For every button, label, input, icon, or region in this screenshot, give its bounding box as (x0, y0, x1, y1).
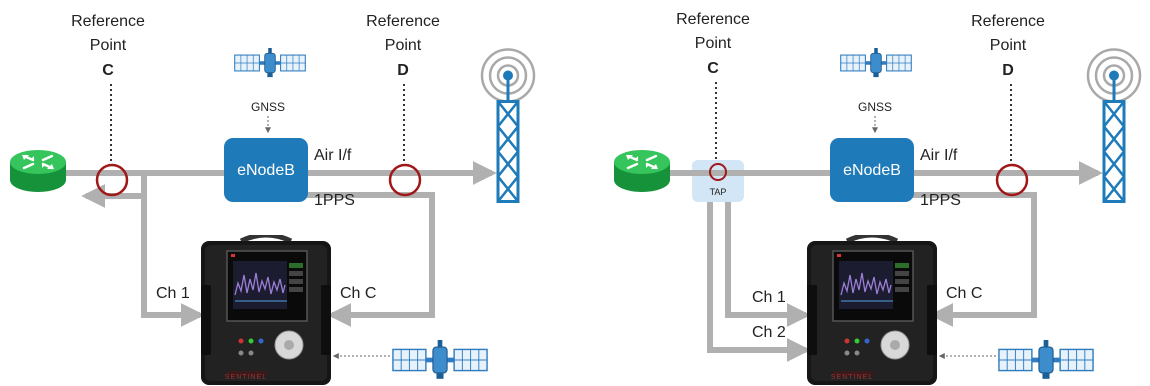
ref-d-line1: Reference (366, 13, 440, 30)
ref-d-line2: Point (990, 37, 1027, 54)
ch1-label: Ch 1 (156, 285, 190, 302)
enodeb-label: eNodeB (843, 162, 901, 179)
ref-c-line2: Point (90, 37, 127, 54)
ref-c-letter: C (102, 62, 114, 79)
ref-c-letter: C (707, 60, 719, 77)
ref-c-line2: Point (695, 35, 732, 52)
ch1-path (725, 202, 811, 327)
ch1-label: Ch 1 (752, 289, 786, 306)
return-path-ch1 (81, 173, 147, 208)
device-brand-label: SENTINEL (831, 374, 873, 381)
chc-label: Ch C (946, 285, 982, 302)
chc-label: Ch C (340, 285, 376, 302)
ref-c-line1: Reference (71, 13, 145, 30)
enodeb-box (224, 138, 308, 202)
tap-probe-circle (709, 163, 727, 181)
device-brand-label: SENTINEL (225, 374, 267, 381)
router-icon (612, 148, 672, 194)
ref-d-line2: Point (385, 37, 422, 54)
sentinel-device-icon (807, 235, 937, 385)
gnss-label: GNSS (858, 100, 892, 114)
ref-d-letter: D (397, 62, 409, 79)
ref-d-letter: D (1002, 62, 1014, 79)
air-interface-label: Air I/f (920, 147, 958, 164)
pps-label: 1PPS (920, 192, 961, 209)
enodeb-box (830, 138, 914, 202)
tower-icon (480, 47, 536, 204)
router-icon (8, 148, 68, 194)
enodeb-label: eNodeB (237, 162, 295, 179)
ch1-path (141, 196, 205, 327)
ref-c-line1: Reference (676, 11, 750, 28)
satellite-icon-bottom (998, 340, 1094, 380)
air-interface-label: Air I/f (314, 147, 352, 164)
ch2-label: Ch 2 (752, 324, 786, 341)
ref-d-probe-circle (388, 163, 422, 197)
panel-right: Reference Point C Reference Point D GNSS… (612, 11, 1142, 385)
ref-c-probe-circle (95, 163, 129, 197)
gnss-label: GNSS (251, 100, 285, 114)
pps-path (300, 192, 435, 327)
ch2-path (707, 202, 811, 362)
tap-label: TAP (710, 187, 727, 197)
tower-icon (1086, 47, 1142, 204)
satellite-icon-bottom (392, 340, 488, 380)
sentinel-device-icon (201, 235, 331, 385)
panel-left: Reference Point C Reference Point D GNSS… (8, 13, 536, 385)
pps-path (908, 192, 1037, 327)
pps-label: 1PPS (314, 192, 355, 209)
ref-d-line1: Reference (971, 13, 1045, 30)
satellite-icon (234, 48, 306, 78)
ref-d-probe-circle (995, 163, 1029, 197)
satellite-icon (840, 48, 912, 78)
